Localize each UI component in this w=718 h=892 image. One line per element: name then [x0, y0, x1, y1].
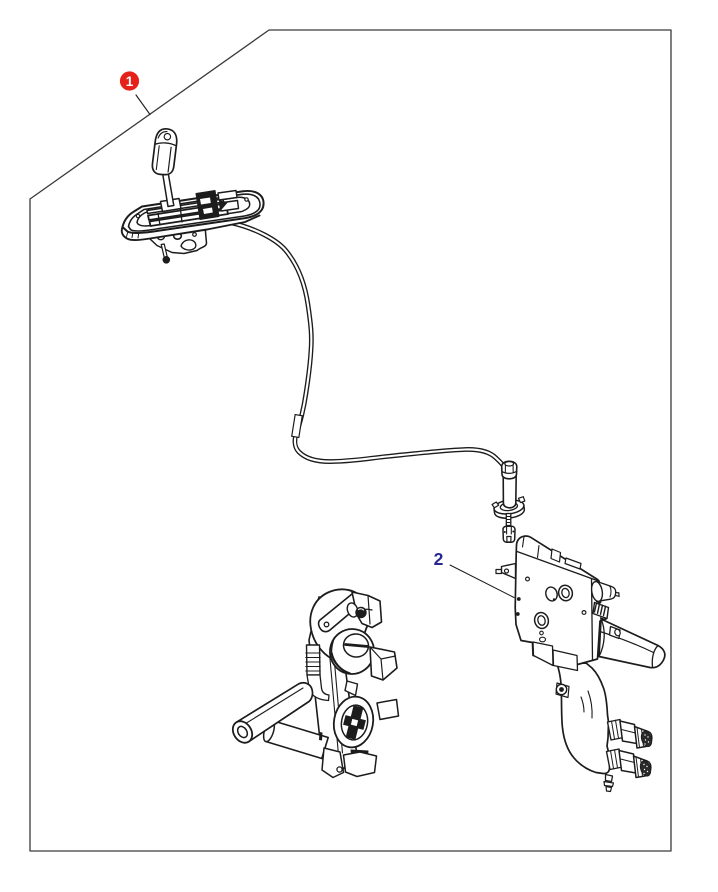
svg-text:2: 2: [434, 549, 444, 569]
svg-text:1: 1: [126, 74, 134, 89]
